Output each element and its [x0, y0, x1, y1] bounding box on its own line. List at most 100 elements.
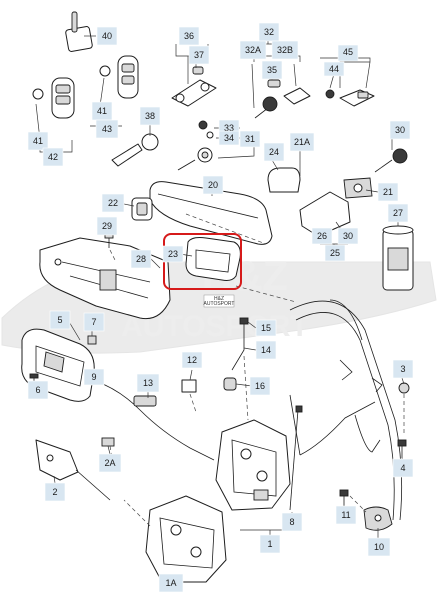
callout-34: 34 [218, 130, 240, 146]
part-30-key [374, 148, 408, 173]
callout-14: 14 [255, 340, 277, 360]
callout-27: 27 [387, 203, 409, 223]
callout-26: 26 [311, 227, 333, 245]
door-frame-outline [289, 299, 403, 521]
svg-text:33: 33 [224, 123, 234, 133]
svg-text:21A: 21A [294, 137, 310, 147]
svg-text:43: 43 [102, 124, 112, 134]
svg-text:30: 30 [343, 231, 353, 241]
callout-5: 5 [49, 310, 71, 330]
svg-text:2: 2 [52, 487, 57, 497]
callout-1: 1 [259, 534, 281, 554]
callout-6: 6 [27, 380, 49, 400]
part-36-37-lock-cylinder [171, 66, 217, 107]
callout-21: 21 [377, 182, 399, 202]
callout-22: 22 [101, 193, 125, 213]
callout-24: 24 [263, 142, 285, 162]
part-38-key [111, 133, 159, 167]
svg-text:37: 37 [194, 50, 204, 60]
part-22-handle-seal [131, 197, 153, 221]
callout-12: 12 [181, 351, 203, 369]
svg-text:40: 40 [102, 31, 112, 41]
svg-text:7: 7 [91, 317, 96, 327]
svg-text:29: 29 [102, 221, 112, 231]
callout-32B: 32B [271, 40, 299, 60]
svg-text:5: 5 [57, 315, 62, 325]
callout-42: 42 [42, 147, 64, 167]
part-20-outer-handle [149, 181, 273, 245]
callout-15: 15 [255, 319, 277, 337]
callout-8: 8 [281, 512, 303, 532]
svg-text:16: 16 [255, 381, 265, 391]
part-16-bush [223, 377, 237, 391]
part-1A-door-latch [145, 495, 227, 583]
callout-3: 3 [392, 359, 414, 379]
svg-text:38: 38 [145, 111, 155, 121]
svg-text:15: 15 [261, 323, 271, 333]
svg-text:42: 42 [48, 152, 58, 162]
callout-25: 25 [324, 244, 346, 262]
svg-text:45: 45 [343, 47, 353, 57]
callout-31: 31 [239, 130, 261, 148]
handle-stamp: H&Z AUTOSPORT [204, 294, 235, 308]
svg-text:32B: 32B [277, 45, 293, 55]
svg-text:31: 31 [245, 134, 255, 144]
stamp-line1: H&Z [214, 296, 224, 302]
svg-text:11: 11 [341, 510, 350, 520]
part-27-lubricant-can [382, 225, 414, 291]
svg-text:20: 20 [208, 180, 218, 190]
callout-30-top: 30 [389, 120, 411, 140]
svg-text:9: 9 [91, 372, 96, 382]
part-21-lock-housing [299, 177, 373, 237]
svg-text:25: 25 [330, 248, 340, 258]
svg-text:41: 41 [97, 106, 107, 116]
part-13-cable [91, 379, 215, 461]
svg-text:4: 4 [400, 463, 405, 473]
callout-41-left: 41 [27, 131, 49, 151]
callout-11: 11 [335, 505, 357, 525]
callout-7: 7 [83, 312, 105, 332]
callout-9: 9 [83, 368, 105, 386]
callout-28: 28 [130, 249, 152, 269]
svg-text:23: 23 [168, 249, 178, 259]
svg-text:22: 22 [108, 198, 118, 208]
part-3-4-9-screws [397, 382, 410, 458]
svg-text:34: 34 [224, 133, 234, 143]
part-23-handle-cover [185, 237, 241, 281]
callout-30-mid: 30 [337, 227, 359, 245]
callout-32A: 32A [239, 40, 267, 60]
svg-text:14: 14 [261, 345, 271, 355]
svg-text:1: 1 [267, 539, 272, 549]
callout-43: 43 [95, 119, 119, 139]
part-40-key-fob [65, 11, 93, 52]
svg-text:10: 10 [374, 542, 384, 552]
callout-21A: 21A [289, 132, 315, 152]
svg-text:24: 24 [269, 147, 279, 157]
callout-20: 20 [202, 175, 224, 195]
svg-text:41: 41 [33, 136, 43, 146]
callout-2A: 2A [98, 453, 122, 473]
stamp-line2: AUTOSPORT [204, 301, 235, 307]
part-10-11-striker [339, 489, 393, 531]
part-24-lock-cylinder [267, 167, 301, 193]
callout-labels: 40 36 37 32 32A 32B 35 45 44 41 43 41 42… [27, 22, 414, 593]
svg-text:13: 13 [143, 378, 153, 388]
svg-text:44: 44 [329, 64, 339, 74]
part-2-bracket [35, 439, 111, 501]
svg-text:6: 6 [35, 385, 40, 395]
callout-23: 23 [162, 245, 184, 263]
svg-text:30: 30 [395, 125, 405, 135]
part-45-44-remote-key [325, 89, 375, 107]
part-14-15-rod [231, 317, 249, 371]
part-7-clip [87, 335, 97, 345]
callout-36: 36 [178, 26, 200, 46]
callout-2: 2 [44, 482, 66, 502]
svg-text:32: 32 [264, 27, 274, 37]
callout-16: 16 [249, 376, 271, 396]
svg-text:35: 35 [267, 65, 277, 75]
callout-45: 45 [337, 44, 359, 62]
part-32-ignition-lock [254, 79, 311, 119]
callout-41-right: 41 [91, 101, 113, 121]
part-8-bolt [289, 405, 303, 511]
callout-40: 40 [96, 26, 118, 46]
